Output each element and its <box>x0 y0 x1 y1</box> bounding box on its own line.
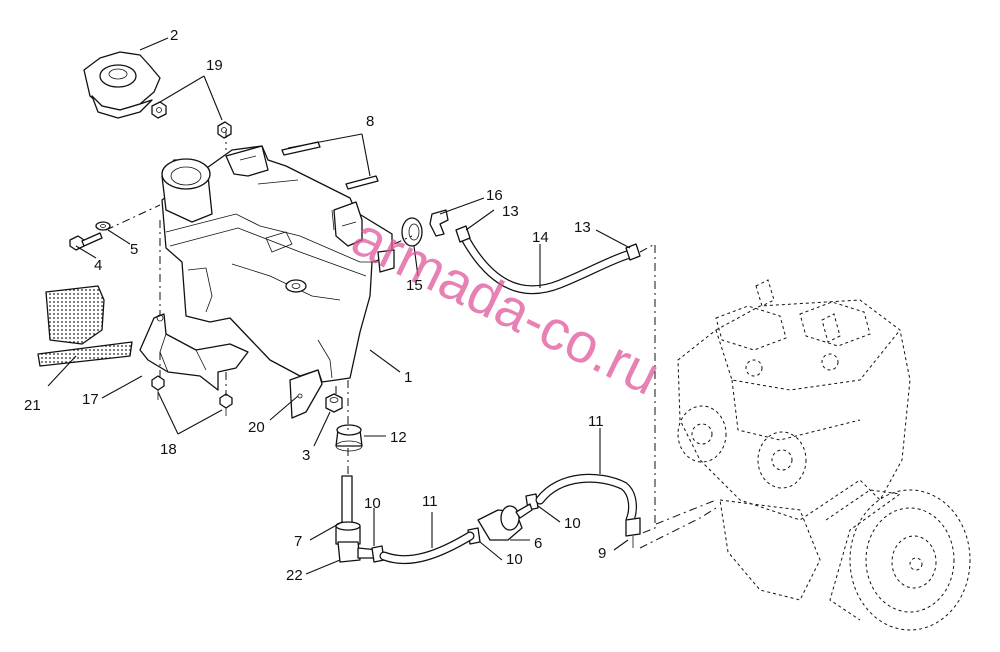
callout-7: 7 <box>294 533 302 550</box>
fitting-9 <box>625 517 641 548</box>
callout-16: 16 <box>486 187 503 204</box>
callout-14: 14 <box>532 229 549 246</box>
filler-cap <box>83 51 161 119</box>
tank-guard-20 <box>289 369 323 419</box>
oil-tank <box>161 145 395 383</box>
callout-10-middle: 10 <box>506 551 523 568</box>
callout-1: 1 <box>404 369 412 386</box>
callout-20: 20 <box>248 419 265 436</box>
bracket-17 <box>139 313 249 391</box>
callout-19: 19 <box>206 57 223 74</box>
callout-6: 6 <box>534 535 542 552</box>
callout-9: 9 <box>598 545 606 562</box>
leader-lines <box>47 37 631 575</box>
screw-18-right <box>219 393 233 416</box>
callout-2: 2 <box>170 27 178 44</box>
engine-reference <box>677 279 971 631</box>
pad-21 <box>37 285 133 367</box>
screw-18-left <box>151 375 165 400</box>
callout-12: 12 <box>390 429 407 446</box>
callout-17: 17 <box>82 391 99 408</box>
callout-11-left: 11 <box>422 493 438 510</box>
callout-15: 15 <box>406 277 423 294</box>
vent-hose-14 <box>461 235 635 295</box>
grommet-3 <box>325 393 343 413</box>
callout-3: 3 <box>302 447 310 464</box>
callout-21: 21 <box>24 397 41 414</box>
alignment-lines <box>105 130 717 549</box>
screw-4 <box>69 232 103 251</box>
callout-11-right: 11 <box>588 413 604 430</box>
callout-10-right: 10 <box>564 515 581 532</box>
washer-5 <box>95 221 111 231</box>
grommet-12 <box>335 424 363 452</box>
grommet-15 <box>401 217 423 247</box>
callout-13-left: 13 <box>502 203 519 220</box>
callout-10-left: 10 <box>364 495 381 512</box>
level-sensor-7 <box>335 475 361 545</box>
hose-11-upper <box>535 473 637 525</box>
callout-18: 18 <box>160 441 177 458</box>
nut-19-right <box>217 121 232 139</box>
filter-6 <box>477 503 533 541</box>
callout-4: 4 <box>94 257 102 274</box>
callout-22: 22 <box>286 567 303 584</box>
callout-13-right: 13 <box>574 219 591 236</box>
nut-19-left <box>151 101 167 119</box>
pin-8-upper <box>281 141 321 156</box>
callout-numbers: 2 19 8 16 13 13 14 5 4 15 1 21 17 20 11 … <box>24 27 606 584</box>
hose-11-lower <box>379 531 475 564</box>
callout-8: 8 <box>366 113 374 130</box>
elbow-fitting-16 <box>429 209 449 237</box>
watermark: armada-co.ru <box>343 204 670 407</box>
pin-8-lower <box>345 175 379 190</box>
callout-5: 5 <box>130 241 138 258</box>
